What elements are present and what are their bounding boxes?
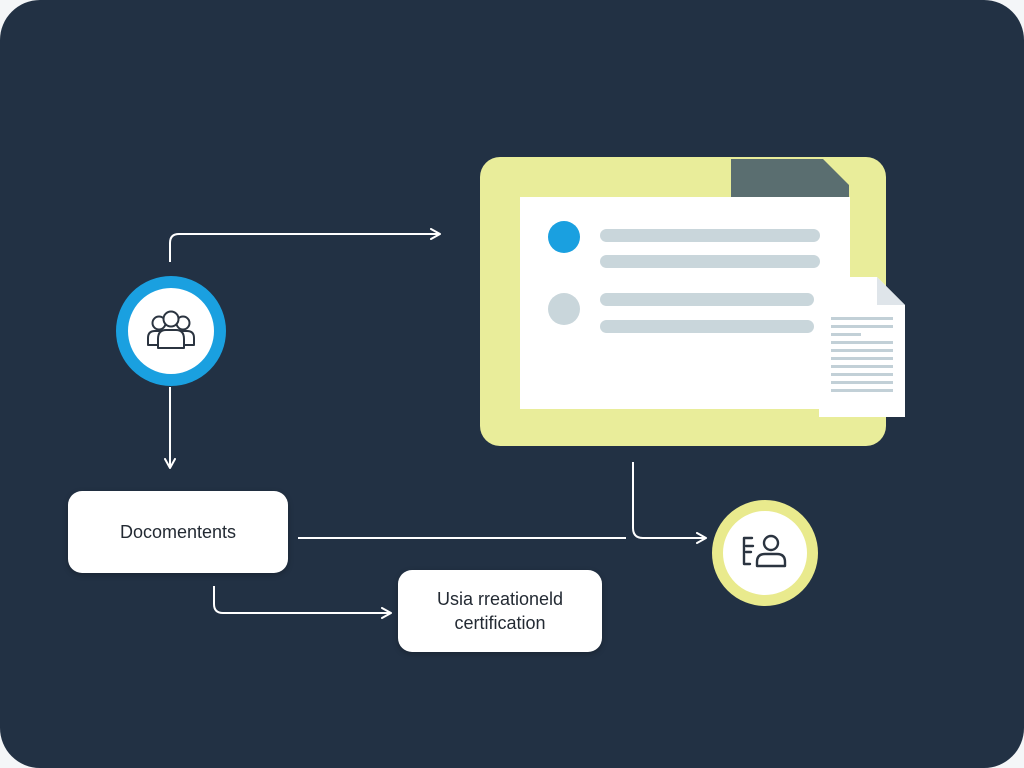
text-placeholder-bar <box>600 320 814 333</box>
document-panel[interactable] <box>480 157 905 446</box>
list-bullet-active <box>548 221 580 253</box>
connector-users-to-panel <box>169 228 441 262</box>
certification-box[interactable]: Usia rreationeld certification <box>398 570 602 652</box>
folder-tab-icon <box>731 159 849 197</box>
text-placeholder-bar <box>600 293 814 306</box>
documents-box[interactable]: Docomentents <box>68 491 288 573</box>
text-placeholder-bar <box>600 229 820 242</box>
certification-label-line-1: Usia rreationeld <box>436 589 564 609</box>
document-page-icon <box>819 277 905 417</box>
id-card-profile-icon <box>740 529 790 578</box>
connector-documents-to-certification <box>213 586 392 619</box>
profile-node[interactable] <box>712 500 818 606</box>
connector-panel-to-profile <box>632 462 707 544</box>
users-group-icon <box>144 307 198 356</box>
documents-label: Docomentents <box>119 522 237 542</box>
text-placeholder-bar <box>600 255 820 268</box>
panel-sheet <box>520 197 850 409</box>
users-node[interactable] <box>116 276 226 386</box>
certification-label-line-2: certification <box>454 613 546 633</box>
list-bullet-inactive <box>548 293 580 325</box>
